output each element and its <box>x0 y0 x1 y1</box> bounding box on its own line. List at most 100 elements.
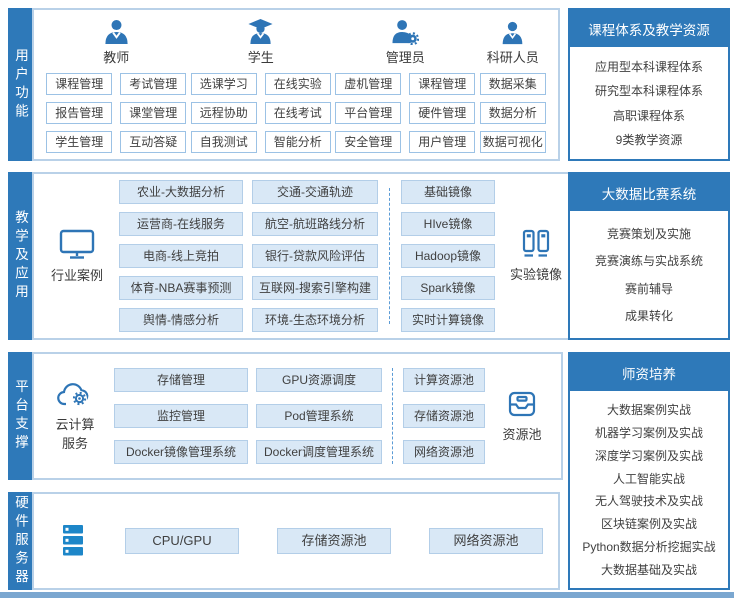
user-function-box: 平台管理 <box>335 101 402 124</box>
server-rack-icon <box>60 523 86 559</box>
user-function-box: 课程管理 <box>46 72 113 95</box>
industry-case-box: 互联网-搜索引擎构建 <box>252 276 378 300</box>
experiment-images-icon <box>520 229 552 259</box>
panel-list-item: 成果转化 <box>624 308 673 323</box>
user-group-name: 管理员 <box>385 49 425 65</box>
industry-case-box: 环境-生态环境分析 <box>252 308 378 332</box>
panel-list-item: 无人驾驶技术及实战 <box>594 494 703 509</box>
user-function-box: 自我测试 <box>190 130 257 153</box>
user-function-box: 远程协助 <box>190 101 257 124</box>
panel-list-item: 区块链案例及实战 <box>600 517 697 532</box>
user-function-box: 数据分析 <box>479 101 546 124</box>
industry-case-box: 运营商-在线服务 <box>119 212 243 236</box>
panel-list-item: 高职课程体系 <box>612 108 685 123</box>
hardware-resource-box: 网络资源池 <box>429 528 543 554</box>
resource-pool-box: 存储资源池 <box>403 404 485 428</box>
user-function-box: 数据可视化 <box>479 130 546 153</box>
industry-case-box: 银行-贷款风险评估 <box>252 244 378 268</box>
user-function-box: 数据采集 <box>479 72 546 95</box>
user-function-box: 在线实验 <box>264 72 331 95</box>
experiment-images-label: 实验镜像 <box>509 267 562 282</box>
hardware-resource-box: 存储资源池 <box>277 528 391 554</box>
section-label-text: 硬件服务器 <box>13 494 28 588</box>
platform-service-box: Docker调度管理系统 <box>256 440 382 464</box>
panel-list-item: 人工智能实战 <box>612 471 685 486</box>
industry-case-box: 航空-航班路线分析 <box>252 212 378 236</box>
panel-teacher-training: 师资培养 大数据案例实战机器学习案例及实战深度学习案例及实战人工智能实战无人驾驶… <box>568 352 730 590</box>
image-box: 基础镜像 <box>401 180 495 204</box>
industry-case-box: 交通-交通轨迹 <box>252 180 378 204</box>
user-group-admin: 管理员 虚机管理平台管理安全管理 课程管理硬件管理用户管理 <box>335 17 476 153</box>
panel-title: 师资培养 <box>570 354 728 391</box>
resource-pool-icon <box>507 389 537 419</box>
platform-service-box: Pod管理系统 <box>256 404 382 428</box>
industry-case-box: 农业-大数据分析 <box>119 180 243 204</box>
user-function-box: 考试管理 <box>120 72 187 95</box>
section-user-functions: 用户功能 教师 课程管理报告管理学生管理 <box>8 8 560 161</box>
cloud-services-label: 云计算服务 <box>55 416 95 451</box>
user-function-box: 互动答疑 <box>120 130 187 153</box>
industry-case-box: 舆情-情感分析 <box>119 308 243 332</box>
section-platform-support: 平台支撑 云计算服务 <box>8 352 563 480</box>
user-function-box: 硬件管理 <box>409 101 476 124</box>
user-function-box: 选课学习 <box>190 72 257 95</box>
panel-list-item: 机器学习案例及实战 <box>594 425 703 440</box>
image-box: HIve镜像 <box>401 212 495 236</box>
user-function-box: 虚机管理 <box>335 72 402 95</box>
panel-title: 大数据比赛系统 <box>570 174 728 211</box>
platform-service-box: Docker镜像管理系统 <box>114 440 248 464</box>
dashed-divider <box>392 368 393 464</box>
user-function-box: 智能分析 <box>264 130 331 153</box>
user-group-name: 科研人员 <box>486 49 539 65</box>
user-group-teacher: 教师 课程管理报告管理学生管理 考试管理课堂管理互动答疑 <box>46 17 187 153</box>
image-box: 实时计算镜像 <box>401 308 495 332</box>
user-function-box: 在线考试 <box>264 101 331 124</box>
image-box: Spark镜像 <box>401 276 495 300</box>
teacher-icon <box>103 17 130 45</box>
platform-service-box: 存储管理 <box>114 368 248 392</box>
user-group-name: 学生 <box>247 49 274 65</box>
section-label-text: 平台支撑 <box>13 379 28 453</box>
panel-list-item: Python数据分析挖掘实战 <box>582 540 716 555</box>
panel-list-item: 大数据案例实战 <box>606 402 691 417</box>
bottom-accent-bar <box>0 592 734 598</box>
industry-cases-label: 行业案例 <box>50 268 103 283</box>
cloud-gear-icon <box>57 381 93 409</box>
hardware-resource-box: CPU/GPU <box>125 528 239 554</box>
industry-case-box: 体育-NBA赛事预测 <box>119 276 243 300</box>
panel-list-item: 9类教学资源 <box>615 132 683 147</box>
section-label-hardware: 硬件服务器 <box>8 492 32 590</box>
user-function-box: 安全管理 <box>335 130 402 153</box>
panel-list-item: 竞赛演练与实战系统 <box>594 254 703 269</box>
platform-service-box: GPU资源调度 <box>256 368 382 392</box>
student-icon <box>247 17 274 45</box>
industry-cases-group: 行业案例 <box>44 228 110 284</box>
user-function-box: 学生管理 <box>46 130 113 153</box>
cloud-services-group: 云计算服务 <box>44 381 106 452</box>
industry-case-box: 电商-线上竞拍 <box>119 244 243 268</box>
panel-bigdata-competition: 大数据比赛系统 竞赛策划及实施竞赛演练与实战系统赛前辅导成果转化 <box>568 172 730 340</box>
section-teaching-body: 行业案例 农业-大数据分析运营商-在线服务电商-线上竞拍体育-NBA赛事预测舆情… <box>32 172 580 340</box>
experiment-images-group: 实验镜像 <box>504 229 568 283</box>
user-function-box: 课程管理 <box>409 72 476 95</box>
section-label-text: 用户功能 <box>13 47 28 122</box>
panel-title: 课程体系及教学资源 <box>570 10 728 47</box>
researcher-icon <box>500 17 525 45</box>
section-label-text: 教学及应用 <box>13 209 28 303</box>
image-box: Hadoop镜像 <box>401 244 495 268</box>
section-hardware-servers: 硬件服务器 <box>8 492 560 590</box>
user-function-box: 课堂管理 <box>120 101 187 124</box>
section-teaching-application: 教学及应用 行业案例 农业-大数据分析运营商-在线服务电商-线 <box>8 172 580 340</box>
section-user-functions-body: 教师 课程管理报告管理学生管理 考试管理课堂管理互动答疑 <box>32 8 560 161</box>
panel-list-item: 研究型本科课程体系 <box>594 84 703 99</box>
user-group-name: 教师 <box>103 49 130 65</box>
admin-gear-icon <box>391 17 420 45</box>
section-hardware-body: CPU/GPU 存储资源池 网络资源池 <box>32 492 560 590</box>
dashed-divider <box>389 188 390 324</box>
resource-pool-box: 计算资源池 <box>403 368 485 392</box>
panel-list-item: 赛前辅导 <box>624 281 673 296</box>
panel-list-item: 竞赛策划及实施 <box>606 227 691 242</box>
